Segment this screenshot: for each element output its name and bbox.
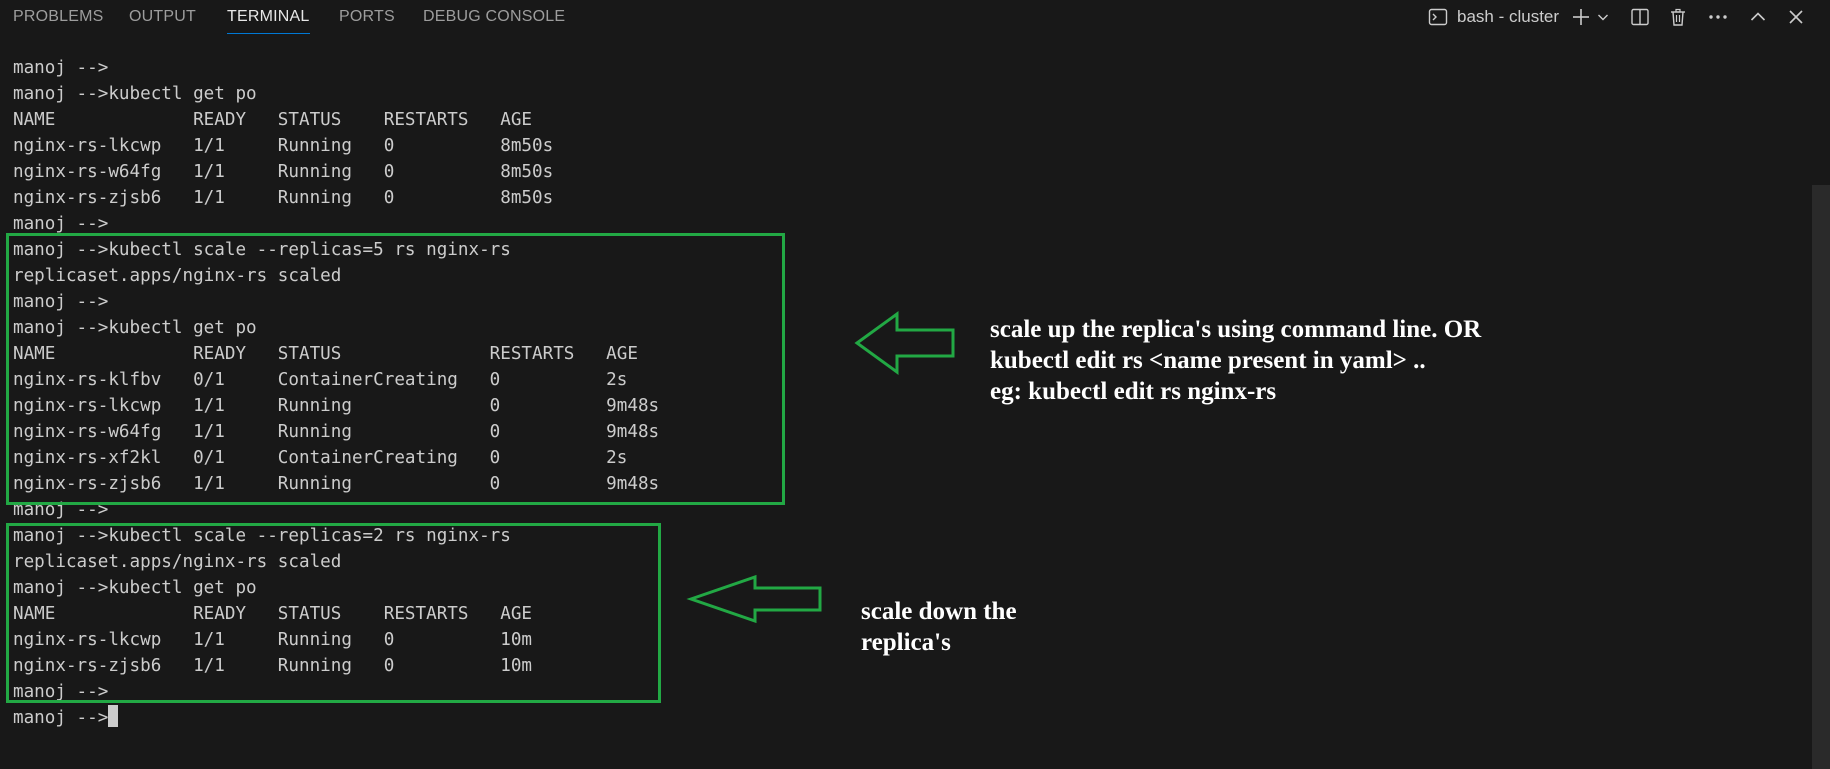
terminal-line: replicaset.apps/nginx-rs scaled	[13, 552, 342, 572]
terminal-line: NAME READY STATUS RESTARTS AGE	[13, 344, 638, 364]
terminal-line: nginx-rs-lkcwp 1/1 Running 0 8m50s	[13, 136, 554, 156]
terminal-line: nginx-rs-w64fg 1/1 Running 0 9m48s	[13, 422, 660, 442]
terminal-line: nginx-rs-xf2kl 0/1 ContainerCreating 0 2…	[13, 448, 628, 468]
terminal-line: manoj -->	[13, 214, 109, 234]
terminal-line: nginx-rs-zjsb6 1/1 Running 0 9m48s	[13, 474, 660, 494]
terminal-line: nginx-rs-klfbv 0/1 ContainerCreating 0 2…	[13, 370, 628, 390]
tab-problems[interactable]: PROBLEMS	[13, 8, 104, 25]
terminal-cursor	[108, 705, 119, 727]
terminal-line: manoj -->	[13, 500, 109, 520]
terminal-line: manoj -->kubectl get po	[13, 84, 257, 104]
terminal-line: nginx-rs-lkcwp 1/1 Running 0 9m48s	[13, 396, 660, 416]
scale-down-highlight-box	[6, 523, 661, 703]
chevron-down-icon[interactable]	[1596, 5, 1610, 29]
terminal-line: NAME READY STATUS RESTARTS AGE	[13, 604, 533, 624]
trash-icon[interactable]	[1667, 5, 1689, 29]
terminal-line: manoj -->	[13, 682, 109, 702]
more-icon[interactable]	[1706, 5, 1730, 29]
panel-tab-bar: PROBLEMS OUTPUT TERMINAL PORTS DEBUG CON…	[0, 0, 1830, 36]
terminal-line: nginx-rs-zjsb6 1/1 Running 0 8m50s	[13, 188, 554, 208]
scale-down-arrow-icon	[686, 574, 822, 624]
terminal-line: replicaset.apps/nginx-rs scaled	[13, 266, 342, 286]
chevron-up-icon[interactable]	[1747, 5, 1769, 29]
plus-icon[interactable]	[1570, 5, 1592, 29]
tab-ports[interactable]: PORTS	[339, 8, 395, 25]
scale-up-arrow-icon	[854, 311, 955, 375]
terminal-line: manoj -->kubectl scale --replicas=5 rs n…	[13, 240, 511, 260]
terminal-line: manoj -->kubectl scale --replicas=2 rs n…	[13, 526, 511, 546]
terminal-line: manoj -->kubectl get po	[13, 578, 257, 598]
close-icon[interactable]	[1785, 5, 1807, 29]
scale-up-highlight-box	[6, 233, 785, 505]
terminal-prompt: manoj -->	[13, 708, 109, 728]
terminal-line: nginx-rs-zjsb6 1/1 Running 0 10m	[13, 656, 533, 676]
terminal-line: manoj -->	[13, 58, 109, 78]
terminal-line: NAME READY STATUS RESTARTS AGE	[13, 110, 533, 130]
scale-down-note-line: replica's	[861, 629, 951, 656]
terminal-icon[interactable]	[1427, 5, 1449, 29]
tab-output[interactable]: OUTPUT	[129, 8, 196, 25]
split-icon[interactable]	[1629, 5, 1651, 29]
tab-debug-console[interactable]: DEBUG CONSOLE	[423, 8, 566, 25]
terminal-prompt-line[interactable]: manoj -->	[13, 705, 1793, 731]
scale-up-note-line: scale up the replica's using command lin…	[990, 316, 1482, 343]
scale-down-note: scale down the replica's	[861, 596, 1017, 658]
terminal-scrollbar[interactable]	[1812, 185, 1830, 769]
scale-up-note-line: kubectl edit rs <name present in yaml> .…	[990, 347, 1426, 374]
terminal-output[interactable]: manoj --> manoj -->kubectl get po NAME R…	[13, 55, 1793, 731]
terminal-name[interactable]: bash - cluster	[1457, 7, 1560, 26]
terminal-line: manoj -->	[13, 292, 109, 312]
terminal-line: nginx-rs-w64fg 1/1 Running 0 8m50s	[13, 162, 554, 182]
tab-terminal[interactable]: TERMINAL	[227, 8, 310, 34]
terminal-line: manoj -->kubectl get po	[13, 318, 257, 338]
terminal-line: nginx-rs-lkcwp 1/1 Running 0 10m	[13, 630, 533, 650]
scale-down-note-line: scale down the	[861, 598, 1017, 625]
scale-up-note-line: eg: kubectl edit rs nginx-rs	[990, 378, 1277, 405]
scale-up-note: scale up the replica's using command lin…	[990, 314, 1481, 407]
